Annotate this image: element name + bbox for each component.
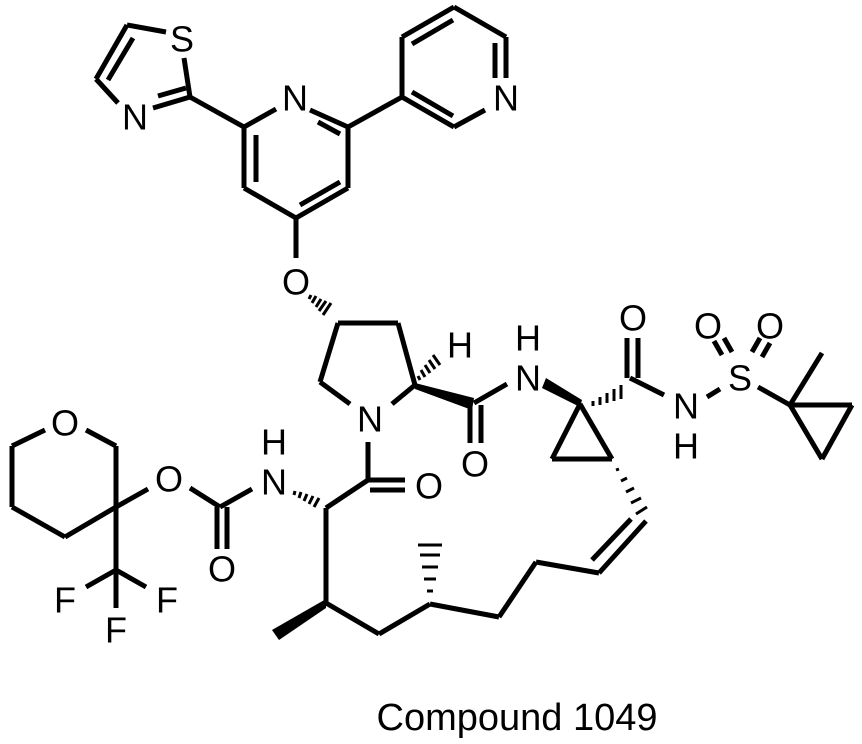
atom-carbamate-carbonyl-o: O xyxy=(208,549,236,590)
atom-thiazole-s: S xyxy=(170,19,194,60)
atom-proline-carbonyl-o: O xyxy=(415,466,443,507)
atom-thp-o: O xyxy=(51,403,79,444)
hashed-wedge-vinyl xyxy=(615,467,648,516)
atom-f1: F xyxy=(54,580,76,621)
atom-carbamate-o: O xyxy=(155,459,183,500)
atom-amide1-o: O xyxy=(461,444,489,485)
atom-alpha-h: H xyxy=(447,325,473,366)
compound-caption: Compound 1049 xyxy=(377,697,658,739)
atom-pyridine-n: N xyxy=(282,78,308,119)
atom-amide2-o: O xyxy=(619,298,647,339)
hashed-wedge-carbonyl xyxy=(591,385,623,406)
atom-ether-o: O xyxy=(282,262,310,303)
bonds xyxy=(9,4,855,640)
atom-labels: S N N N O N H N H O O N H S O O O O O N … xyxy=(51,19,784,651)
atom-pyrrolidine-n: N xyxy=(357,399,383,440)
atom-carbamate-n: N xyxy=(261,462,287,503)
hashed-wedge-ether xyxy=(307,294,333,316)
atom-sulfonyl-o1: O xyxy=(694,306,722,347)
atom-f3: F xyxy=(105,610,127,651)
atom-carbamate-h: H xyxy=(261,422,287,463)
atom-amide1-n: N xyxy=(515,358,541,399)
hashed-wedge-methyl xyxy=(418,543,442,593)
atom-sulfonamide-n: N xyxy=(673,386,699,427)
atom-pyridyl-n: N xyxy=(493,78,519,119)
atom-sulfonamide-h: H xyxy=(673,426,699,467)
hashed-wedge-nh xyxy=(292,490,321,508)
atom-amide1-h: H xyxy=(515,318,541,359)
atom-thiazole-n: N xyxy=(122,97,148,138)
atom-f2: F xyxy=(156,580,178,621)
atom-sulfonyl-s: S xyxy=(728,358,752,399)
hashed-wedge-h xyxy=(416,354,442,381)
atom-sulfonyl-o2: O xyxy=(756,306,784,347)
